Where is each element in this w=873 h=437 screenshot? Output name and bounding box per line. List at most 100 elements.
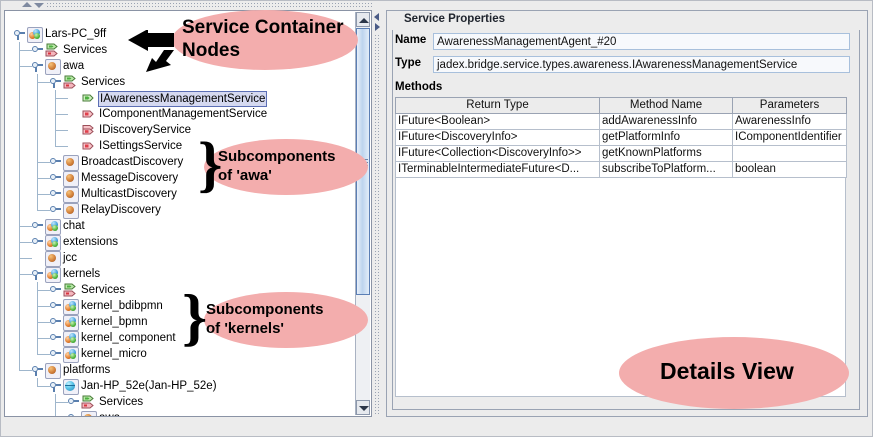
tree-item-label[interactable]: MessageDiscovery	[81, 172, 179, 184]
methods-table-cell[interactable]: IFuture<Collection<DiscoveryInfo>>	[395, 145, 600, 162]
methods-table-cell[interactable]: ITerminableIntermediateFuture<D...	[395, 161, 600, 178]
tree-vertical-scrollbar[interactable]	[355, 12, 370, 415]
tree-connector-line	[37, 82, 50, 83]
group-title: Service Properties	[401, 13, 509, 25]
tree-item-label[interactable]: Services	[63, 44, 108, 56]
tree-item-label[interactable]: platforms	[63, 364, 111, 376]
tree-item-label[interactable]: MulticastDiscovery	[81, 188, 177, 200]
methods-table-cell[interactable]: IFuture<Boolean>	[395, 113, 600, 130]
methods-table-cell[interactable]: getKnownPlatforms	[599, 145, 733, 162]
agent-sphere-icon	[63, 187, 79, 203]
name-value[interactable]: AwarenessManagementAgent_#20	[433, 33, 850, 50]
annotation-label: Details View	[660, 358, 794, 384]
tree-item-label[interactable]: kernel_micro	[81, 348, 147, 360]
methods-table-cell[interactable]	[732, 145, 847, 162]
tree-collapse-handle[interactable]	[14, 28, 25, 40]
multi-sphere-icon	[63, 299, 79, 315]
tree-item-label[interactable]: Services	[81, 76, 126, 88]
tree-connector-line	[37, 178, 50, 179]
tree-expand-handle[interactable]	[50, 316, 61, 327]
multi-sphere-icon	[63, 331, 79, 347]
tree-item-label[interactable]: Jan-HP_52e(Jan-HP_52e)	[81, 380, 217, 392]
methods-table-cell[interactable]: AwarenessInfo	[732, 113, 847, 130]
methods-table-cell[interactable]: boolean	[732, 161, 847, 178]
panel-splitter[interactable]	[373, 10, 382, 417]
scroll-up-button[interactable]	[356, 12, 370, 27]
tree-item-label[interactable]: IDiscoveryService	[99, 124, 192, 136]
tree-expand-handle[interactable]	[50, 284, 61, 295]
tree-collapse-handle[interactable]	[32, 268, 43, 280]
tree-expand-handle[interactable]	[32, 236, 43, 247]
tree-item-label[interactable]: kernel_bpmn	[81, 316, 148, 328]
brace-icon: }	[198, 131, 223, 199]
methods-table-cell[interactable]: IFuture<DiscoveryInfo>	[395, 129, 600, 146]
tree-expand-handle[interactable]	[50, 348, 61, 359]
tree-connector-line	[37, 386, 50, 387]
type-value[interactable]: jadex.bridge.service.types.awareness.IAw…	[433, 56, 850, 73]
tree-item-label[interactable]: jcc	[63, 252, 78, 264]
tree-expand-handle[interactable]	[68, 396, 79, 407]
tree-connector-line	[55, 98, 68, 99]
tree-item-label[interactable]: IAwarenessManagementService	[98, 91, 268, 107]
splitter-left-arrow-icon[interactable]	[374, 13, 379, 21]
tree-expand-handle[interactable]	[50, 156, 61, 167]
methods-column-header[interactable]: Return Type	[395, 97, 600, 114]
agent-sphere-icon	[63, 203, 79, 219]
annotation-ellipse	[619, 337, 849, 409]
tree-item-label[interactable]: Services	[99, 396, 144, 408]
tree-item-label[interactable]: IComponentManagementService	[99, 108, 268, 120]
collapse-up-icon[interactable]	[22, 2, 32, 7]
splitter-dots	[374, 34, 381, 415]
tree-item-label[interactable]: kernels	[63, 268, 101, 280]
tree-item-label[interactable]: Lars-PC_9ff	[45, 28, 107, 40]
methods-table-cell[interactable]: getPlatformInfo	[599, 129, 733, 146]
tree-expand-handle[interactable]	[68, 412, 79, 416]
tree-item-label[interactable]: kernel_component	[81, 332, 176, 344]
tree-item-label[interactable]: BroadcastDiscovery	[81, 156, 184, 168]
tree-expand-handle[interactable]	[32, 220, 43, 231]
methods-column-header[interactable]: Method Name	[599, 97, 733, 114]
annotation-label: Subcomponents of 'awa'	[218, 148, 336, 184]
tree-connector-line	[37, 282, 38, 354]
methods-table-row[interactable]: IFuture<Collection<DiscoveryInfo>>getKno…	[395, 145, 847, 162]
tree-item-label[interactable]: kernel_bdibpmn	[81, 300, 163, 312]
tree-collapse-handle[interactable]	[50, 76, 61, 88]
tree-collapse-handle[interactable]	[50, 380, 61, 392]
tree-item-label[interactable]: extensions	[63, 236, 118, 248]
tree-expand-handle[interactable]	[50, 204, 61, 215]
tree-expand-handle[interactable]	[50, 332, 61, 343]
methods-column-header[interactable]: Parameters	[732, 97, 847, 114]
service-pink-icon	[81, 107, 95, 121]
methods-table-cell[interactable]: IComponentIdentifier	[732, 129, 847, 146]
tree-item-label[interactable]: awa	[63, 60, 85, 72]
splitter-right-arrow-icon[interactable]	[375, 23, 380, 31]
tree-item-label[interactable]: chat	[63, 220, 85, 232]
tree-expand-handle[interactable]	[50, 172, 61, 183]
tree-collapse-handle[interactable]	[32, 60, 43, 72]
tree-item-label[interactable]: awa	[99, 410, 120, 416]
multi-sphere-icon	[45, 219, 61, 235]
methods-table-row[interactable]: ITerminableIntermediateFuture<D...subscr…	[395, 161, 847, 178]
methods-table-cell[interactable]: subscribeToPlatform...	[599, 161, 733, 178]
methods-table-cell[interactable]: addAwarenessInfo	[599, 113, 733, 130]
services-folder-icon	[81, 395, 95, 409]
tree-expand-handle[interactable]	[50, 188, 61, 199]
tree-item-label[interactable]: RelayDiscovery	[81, 204, 161, 216]
tree-collapse-handle[interactable]	[32, 364, 43, 376]
services-folder-icon	[45, 43, 59, 57]
tree-expand-handle[interactable]	[50, 300, 61, 311]
tree-connector-line	[55, 130, 68, 131]
tree-item-label[interactable]: Services	[81, 284, 126, 296]
collapse-down-icon[interactable]	[34, 3, 44, 8]
scroll-down-button[interactable]	[356, 400, 370, 415]
tree-connector-line	[19, 370, 32, 371]
tree-item-label[interactable]: ISettingsService	[99, 140, 183, 152]
tree-expand-handle[interactable]	[32, 44, 43, 55]
service-pink-icon	[81, 139, 95, 153]
